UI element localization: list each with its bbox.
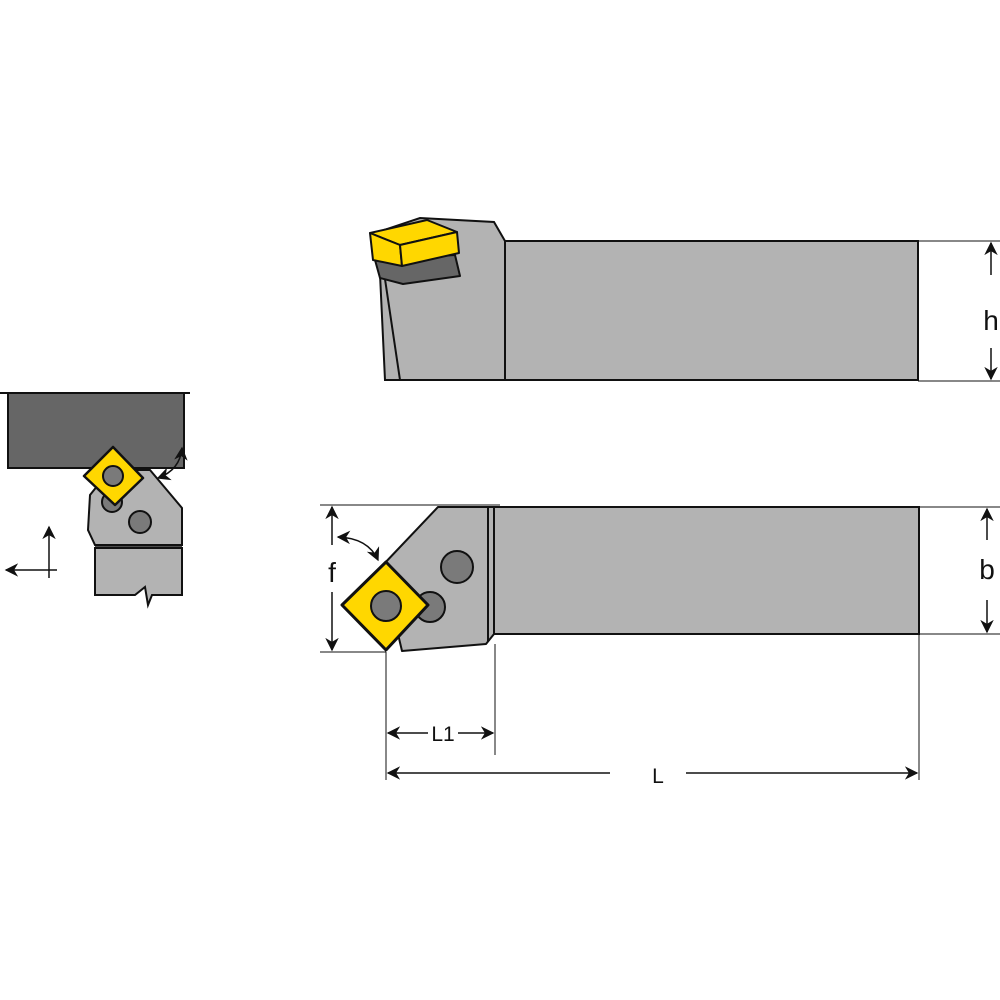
side-shank bbox=[504, 240, 919, 381]
dim-label-b: b bbox=[979, 554, 995, 585]
side-view: h bbox=[369, 216, 1000, 382]
dim-label-f: f bbox=[328, 557, 336, 588]
dim-label-h: h bbox=[983, 305, 999, 336]
screw-icon bbox=[128, 510, 152, 534]
top-view: f b L1 L bbox=[320, 504, 1000, 788]
application-sketch bbox=[0, 392, 190, 609]
dim-label-l: L bbox=[652, 765, 664, 788]
workpiece bbox=[7, 392, 185, 469]
top-shank bbox=[493, 506, 920, 635]
dim-label-l1: L1 bbox=[431, 723, 454, 746]
sketch-holder-shank bbox=[94, 547, 183, 609]
side-insert-side bbox=[399, 231, 460, 267]
angle-arrow-icon bbox=[336, 530, 380, 562]
clamp-screw-icon bbox=[440, 550, 474, 584]
angle-arrow-icon bbox=[156, 446, 188, 481]
